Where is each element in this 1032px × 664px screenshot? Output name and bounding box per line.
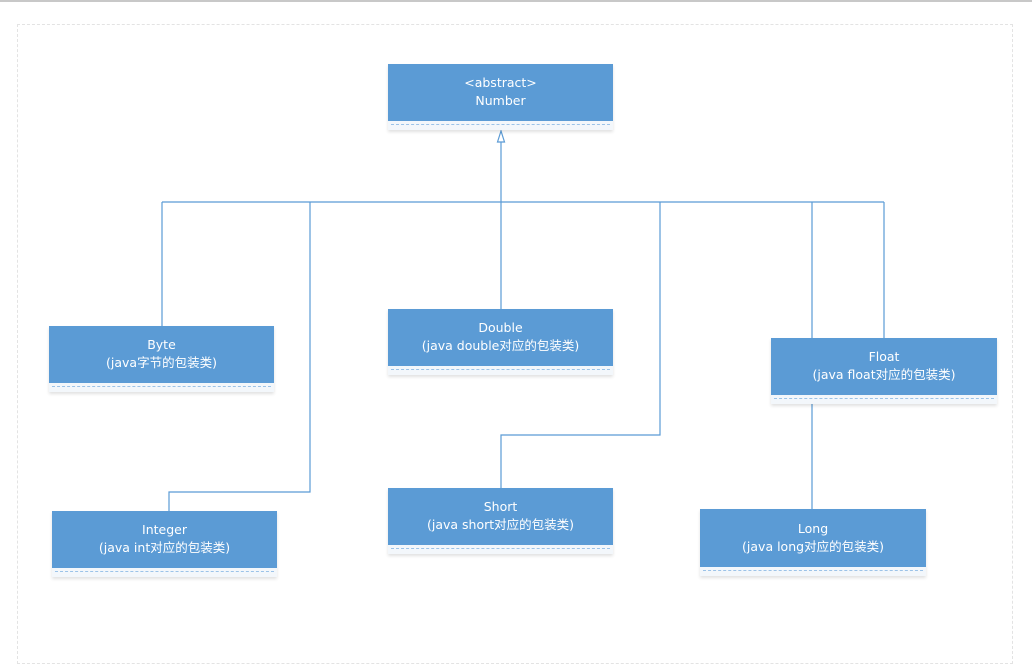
class-integer-note: (java int对应的包装类) <box>98 540 231 555</box>
class-double-attributes <box>388 366 613 375</box>
class-long-title: Long <box>797 520 829 536</box>
class-integer-attributes <box>52 568 277 577</box>
class-integer[interactable]: Integer (java int对应的包装类) <box>52 511 277 577</box>
class-long-note: (java long对应的包装类) <box>742 538 884 554</box>
class-double-note: (java double对应的包装类) <box>421 338 580 353</box>
class-integer-title: Integer <box>142 522 187 537</box>
class-byte-note: (java字节的包装类) <box>106 355 217 370</box>
class-short-name: Short (java short对应的包装类) <box>388 488 613 544</box>
class-short-attributes <box>388 545 613 554</box>
class-number-divider <box>391 124 610 125</box>
class-short[interactable]: Short (java short对应的包装类) <box>388 488 613 554</box>
class-long[interactable]: Long (java long对应的包装类) <box>700 509 926 576</box>
class-byte-name: Byte (java字节的包装类) <box>49 326 274 382</box>
class-number-title: Number <box>475 93 526 108</box>
inheritance-connectors <box>161 129 885 511</box>
class-double-name: Double (java double对应的包装类) <box>388 309 613 365</box>
class-byte-attributes <box>49 383 274 392</box>
class-short-title: Short <box>483 499 518 514</box>
class-float-attributes <box>771 395 997 404</box>
connector-short <box>500 202 661 488</box>
class-integer-name: Integer (java int对应的包装类) <box>52 511 277 567</box>
class-float[interactable]: Float (java float对应的包装类) <box>771 338 997 404</box>
class-byte-title: Byte <box>147 337 176 352</box>
class-number-attributes <box>388 121 613 130</box>
generalization-arrowhead <box>496 129 506 143</box>
class-double-title: Double <box>478 320 523 335</box>
class-number[interactable]: <abstract> Number <box>388 64 613 130</box>
class-float-divider <box>774 398 994 399</box>
class-float-note: (java float对应的包装类) <box>812 367 956 382</box>
class-long-divider <box>703 570 923 571</box>
class-short-divider <box>391 548 610 549</box>
class-double-divider <box>391 369 610 370</box>
class-float-title: Float <box>868 349 900 364</box>
class-double[interactable]: Double (java double对应的包装类) <box>388 309 613 375</box>
class-integer-divider <box>55 571 274 572</box>
class-float-name: Float (java float对应的包装类) <box>771 338 997 394</box>
class-number-name: <abstract> Number <box>388 64 613 120</box>
class-number-stereotype: <abstract> <box>464 75 537 90</box>
connector-integer <box>168 202 311 511</box>
class-byte-divider <box>52 386 271 387</box>
class-long-attributes <box>700 567 926 576</box>
class-byte[interactable]: Byte (java字节的包装类) <box>49 326 274 392</box>
class-short-note: (java short对应的包装类) <box>426 517 575 532</box>
class-long-name: Long (java long对应的包装类) <box>700 509 926 566</box>
window-top-border <box>0 0 1032 2</box>
